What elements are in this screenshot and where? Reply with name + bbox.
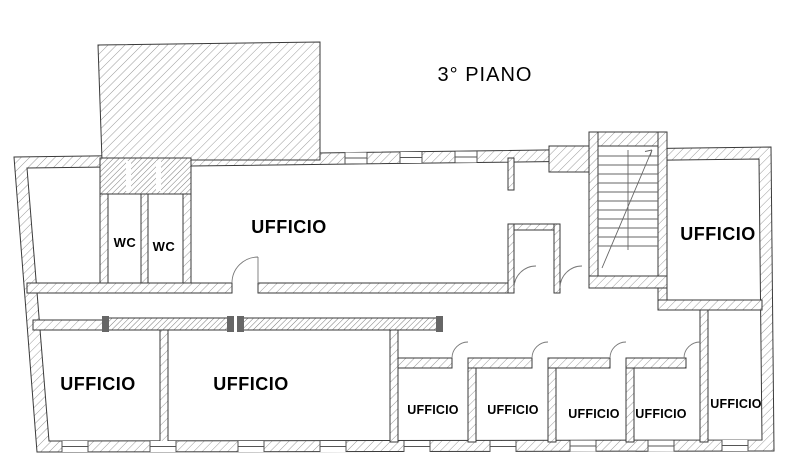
room-label-office-small-3: UFFICIO	[568, 407, 619, 421]
terrace-hatch-block	[97, 41, 321, 161]
lobby-wall	[507, 223, 515, 294]
room-label-office-bottom-left: UFFICIO	[60, 374, 136, 394]
rail-post	[237, 316, 244, 332]
door-arc	[451, 341, 469, 359]
shaft-block	[99, 157, 192, 195]
rail-post	[227, 316, 234, 332]
room-label-wc-2: WC	[153, 239, 176, 254]
rail-post	[436, 316, 443, 332]
office-row-wall	[625, 357, 687, 369]
room-label-office-small-5: UFFICIO	[710, 397, 761, 411]
room-label-office-bottom-center: UFFICIO	[213, 374, 289, 394]
labels: 3° PIANO UFFICIO WC WC UFFICIO UFFICIO U…	[60, 64, 761, 421]
stair-direction-arrow	[601, 149, 653, 269]
floor-title: 3° PIANO	[438, 64, 533, 86]
lobby-wall	[507, 157, 515, 191]
corridor-wall-right	[257, 282, 511, 294]
partition-rail	[104, 317, 232, 331]
room-label-wc-1: WC	[114, 235, 137, 250]
room-label-office-right: UFFICIO	[680, 224, 756, 244]
staircase	[597, 145, 659, 277]
window	[61, 440, 89, 453]
right-room-bottom-wall	[657, 299, 763, 311]
window	[489, 440, 517, 453]
bottom-left-divider	[159, 321, 169, 443]
stairwell-wall-bottom	[588, 275, 668, 289]
partition-rail	[239, 317, 441, 331]
office-divider	[467, 367, 477, 443]
window	[399, 151, 423, 164]
stub-wall	[32, 319, 106, 331]
room-label-office-small-4: UFFICIO	[635, 407, 686, 421]
door-arc	[513, 265, 537, 289]
stairwell-wall-left	[588, 131, 599, 289]
window	[149, 440, 177, 453]
window	[647, 440, 675, 452]
door-arc	[609, 341, 627, 359]
office-row-wall	[547, 357, 611, 369]
building-shell	[13, 41, 775, 453]
lobby-wall	[553, 223, 561, 294]
door-arc	[531, 341, 549, 359]
window	[721, 439, 749, 452]
office-row-wall	[467, 357, 533, 369]
lobby-wall	[513, 223, 561, 231]
door-arc	[559, 265, 583, 289]
door-arc	[683, 341, 701, 359]
window	[569, 440, 597, 452]
window	[403, 440, 431, 453]
right-column-wall	[699, 309, 709, 443]
rail-post	[102, 316, 109, 332]
window	[454, 151, 478, 163]
shaft-slit	[156, 161, 161, 191]
office-divider	[625, 367, 635, 443]
wc-divider-wall	[140, 193, 149, 294]
window	[319, 440, 347, 453]
door-swings	[231, 256, 701, 359]
office-divider	[389, 329, 399, 443]
interior-floor	[26, 158, 763, 442]
shaft-slit	[126, 161, 131, 191]
window	[237, 440, 265, 453]
door-arc	[231, 256, 259, 284]
top-recess-wall	[548, 145, 592, 173]
office-row-wall	[389, 357, 453, 369]
corridor-wall-left	[26, 282, 233, 294]
office-divider	[547, 367, 557, 443]
room-label-office-small-2: UFFICIO	[487, 403, 538, 417]
window	[344, 152, 368, 164]
room-label-office-top: UFFICIO	[251, 217, 327, 237]
room-label-office-small-1: UFFICIO	[407, 403, 458, 417]
